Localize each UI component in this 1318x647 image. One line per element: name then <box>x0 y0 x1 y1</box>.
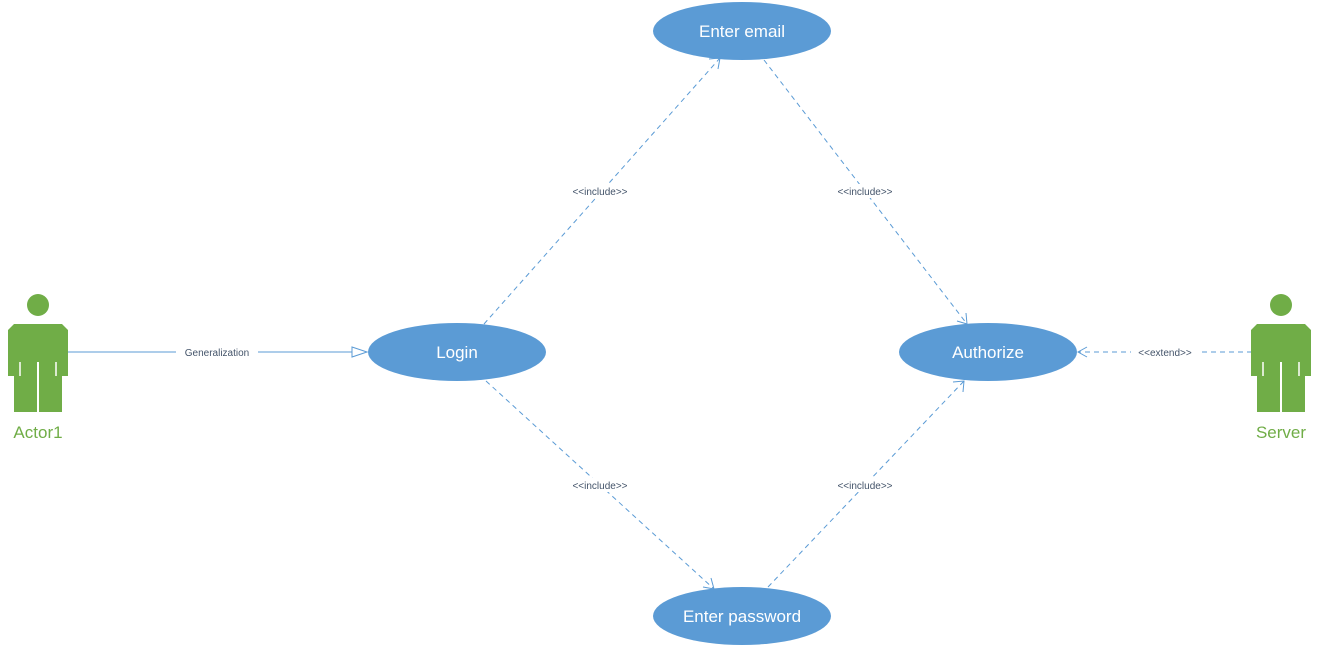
actor-label: Actor1 <box>13 423 62 442</box>
use-case-label: Enter password <box>683 607 801 626</box>
open-arrowhead-icon <box>956 312 968 325</box>
generalization-label: Generalization <box>185 348 249 359</box>
dashed-connector-line <box>767 380 965 588</box>
use-case-authorize[interactable]: Authorize <box>899 323 1077 381</box>
generalization-connector: Generalization <box>68 345 369 359</box>
include-connector-email-authorize: <<include>> <box>763 59 968 325</box>
use-case-label: Login <box>436 343 478 362</box>
label-background <box>831 478 899 492</box>
include-connector-login-password: <<include>> <box>485 380 715 590</box>
extend-label: <<extend>> <box>1138 348 1192 359</box>
use-case-ellipse <box>653 2 831 60</box>
use-case-ellipse <box>899 323 1077 381</box>
use-case-label: Authorize <box>952 343 1024 362</box>
use-case-login[interactable]: Login <box>368 323 546 381</box>
stick-figure-icon <box>1251 294 1311 412</box>
label-background <box>566 478 634 492</box>
include-connector-login-email: <<include>> <box>483 57 721 325</box>
label-background <box>831 184 899 198</box>
actor-server[interactable]: Server <box>1251 294 1311 442</box>
use-case-enter-password[interactable]: Enter password <box>653 587 831 645</box>
actor-label: Server <box>1256 423 1306 442</box>
use-case-ellipse <box>368 323 546 381</box>
label-background <box>1131 345 1199 359</box>
hollow-triangle-arrowhead-icon <box>351 346 369 358</box>
stick-figure-icon <box>8 294 68 412</box>
actor-actor1[interactable]: Actor1 <box>8 294 68 442</box>
include-label: <<include>> <box>837 481 892 492</box>
open-arrowhead-icon <box>1076 346 1088 358</box>
include-label: <<include>> <box>837 187 892 198</box>
include-label: <<include>> <box>572 187 627 198</box>
include-label: <<include>> <box>572 481 627 492</box>
extend-connector-server-authorize: <<extend>> <box>1076 345 1252 359</box>
use-case-ellipse <box>653 587 831 645</box>
label-background <box>566 184 634 198</box>
use-case-enter-email[interactable]: Enter email <box>653 2 831 60</box>
include-connector-password-authorize: <<include>> <box>767 380 965 588</box>
label-background <box>176 345 258 359</box>
open-arrowhead-icon <box>952 380 965 393</box>
use-case-label: Enter email <box>699 22 785 41</box>
